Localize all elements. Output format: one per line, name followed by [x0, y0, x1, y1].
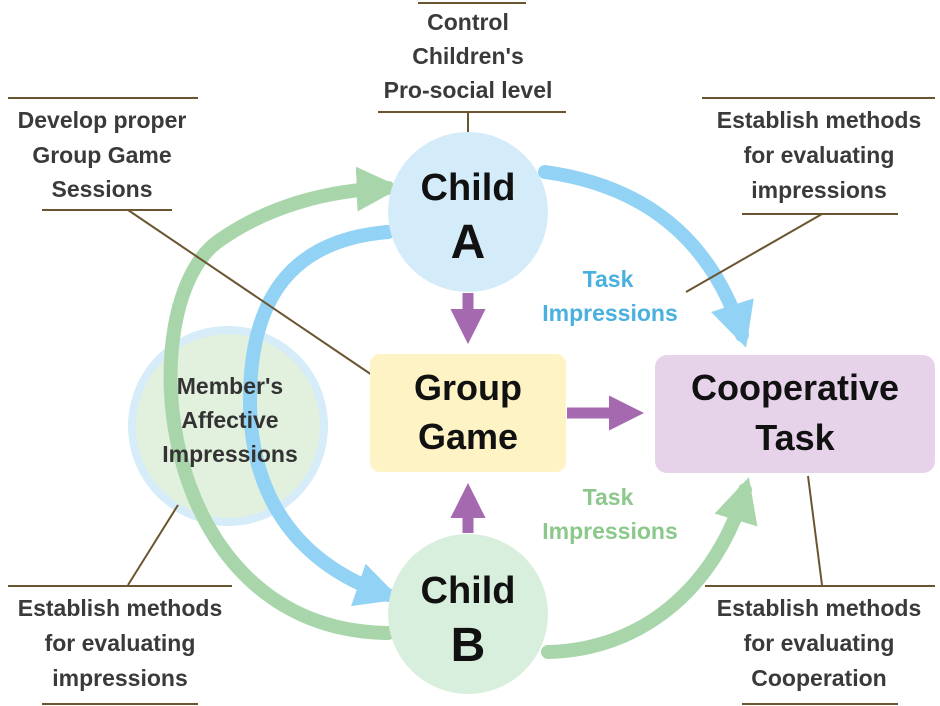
annotation-evaluate-bl-line1: Establish methods — [18, 595, 222, 621]
task-impressions-bottom-line1: Task — [583, 484, 634, 510]
annotation-evaluate-bottom-left: Establish methods for evaluating impress… — [18, 595, 222, 691]
annotation-evaluate-tr-line3: impressions — [751, 177, 887, 203]
leader-develop-stem — [127, 209, 373, 376]
annotation-evaluate-br-line2: for evaluating — [744, 630, 895, 656]
annotation-develop: Develop proper Group Game Sessions — [18, 107, 187, 202]
task-impressions-bottom-label: Task Impressions — [542, 484, 678, 544]
child-a-node — [388, 132, 548, 292]
task-impressions-top-label: Task Impressions — [542, 266, 678, 326]
cooperative-task-line1: Cooperative — [691, 367, 899, 408]
leader-lines — [8, 2, 935, 705]
task-impressions-top-line1: Task — [583, 266, 634, 292]
member-affective-line1: Member's — [177, 373, 283, 399]
annotation-control-line3: Pro-social level — [384, 77, 553, 103]
annotation-control-line1: Control — [427, 9, 509, 35]
group-game-line2: Game — [418, 416, 518, 457]
child-a-label: Child A — [421, 167, 516, 269]
annotation-evaluate-tr-line2: for evaluating — [744, 142, 895, 168]
annotation-evaluate-br-line1: Establish methods — [717, 595, 921, 621]
annotation-develop-line3: Sessions — [52, 176, 153, 202]
group-game-label: Group Game — [414, 367, 522, 457]
annotation-control: Control Children's Pro-social level — [384, 9, 553, 103]
child-a-line2: A — [451, 216, 486, 269]
leader-eval-tr-stem — [685, 213, 823, 293]
task-impressions-top-line2: Impressions — [542, 300, 678, 326]
arrow-blue-inner-a-to-b — [242, 225, 401, 607]
child-a-line1: Child — [421, 167, 516, 209]
arrow-blue-a-to-task — [538, 165, 754, 348]
annotation-evaluate-top-right: Establish methods for evaluating impress… — [717, 107, 921, 203]
leader-eval-bl-stem — [127, 504, 179, 586]
arrow-green-b-to-task — [541, 477, 758, 659]
annotation-evaluate-tr-line1: Establish methods — [717, 107, 921, 133]
group-game-line1: Group — [414, 367, 522, 408]
annotation-control-line2: Children's — [412, 43, 524, 69]
cooperative-task-line2: Task — [755, 417, 835, 458]
child-b-line1: Child — [421, 570, 516, 612]
leader-eval-br-stem — [807, 475, 823, 586]
task-impressions-bottom-line2: Impressions — [542, 518, 678, 544]
member-affective-label: Member's Affective Impressions — [162, 373, 298, 467]
child-b-node — [388, 534, 548, 694]
annotation-evaluate-bl-line3: impressions — [52, 665, 188, 691]
annotation-evaluate-bottom-right: Establish methods for evaluating Coopera… — [717, 595, 921, 691]
child-b-label: Child B — [421, 570, 516, 672]
cooperative-task-label: Cooperative Task — [691, 367, 899, 458]
annotation-evaluate-br-line3: Cooperation — [751, 665, 886, 691]
child-b-line2: B — [451, 619, 486, 672]
cooperative-task-node — [655, 355, 935, 473]
member-affective-line3: Impressions — [162, 441, 298, 467]
arrow-green-outer-b-to-a — [163, 166, 402, 640]
annotation-evaluate-bl-line2: for evaluating — [45, 630, 196, 656]
group-game-node — [370, 354, 566, 472]
annotation-develop-line2: Group Game — [32, 142, 171, 168]
member-affective-line2: Affective — [181, 407, 278, 433]
annotation-develop-line1: Develop proper — [18, 107, 187, 133]
